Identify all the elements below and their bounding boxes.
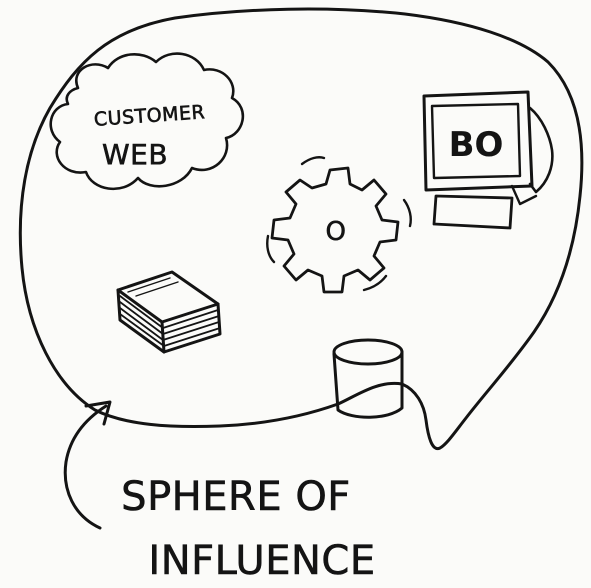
stack-page-line: [119, 313, 221, 347]
gear-center-label: O: [326, 217, 347, 247]
arrow-shaft: [63, 404, 108, 530]
pointer-arrow-icon: [63, 400, 112, 530]
back-office-computer: BO: [422, 90, 554, 230]
stack-page-line: [119, 295, 219, 329]
gear-motion-line: [402, 198, 412, 228]
caption-line1: SPHERE OF: [121, 474, 351, 520]
customer-web-cloud: CUSTOMER WEB: [49, 52, 245, 191]
gear-motion-line: [362, 274, 388, 292]
monitor-screen: [430, 102, 522, 180]
stack-page-line: [119, 307, 220, 341]
monitor-base: [510, 184, 538, 206]
caption-line2: INFLUENCE: [148, 538, 375, 584]
gear-motion-line: [266, 234, 276, 264]
cloud-label-line2: WEB: [102, 138, 168, 171]
cloud-label-line1: CUSTOMER: [93, 101, 206, 131]
gear-icon: O: [266, 156, 412, 294]
database-body: [332, 350, 404, 419]
cloud-outline: [49, 52, 245, 191]
database-top: [332, 338, 404, 366]
stack-left: [116, 288, 166, 354]
database-icon: [332, 338, 404, 419]
stack-page-line: [119, 301, 220, 335]
gear-outline: [270, 166, 400, 294]
gear-motion-line: [300, 156, 326, 166]
monitor-side: [528, 106, 554, 194]
document-stack-icon: [116, 270, 222, 354]
sphere-boundary: [18, 7, 584, 451]
stack-edge-hatch: [127, 277, 179, 297]
monitor-label: BO: [449, 125, 504, 165]
arrow-head: [84, 400, 112, 426]
stack-right: [162, 302, 222, 354]
keyboard: [432, 194, 514, 230]
